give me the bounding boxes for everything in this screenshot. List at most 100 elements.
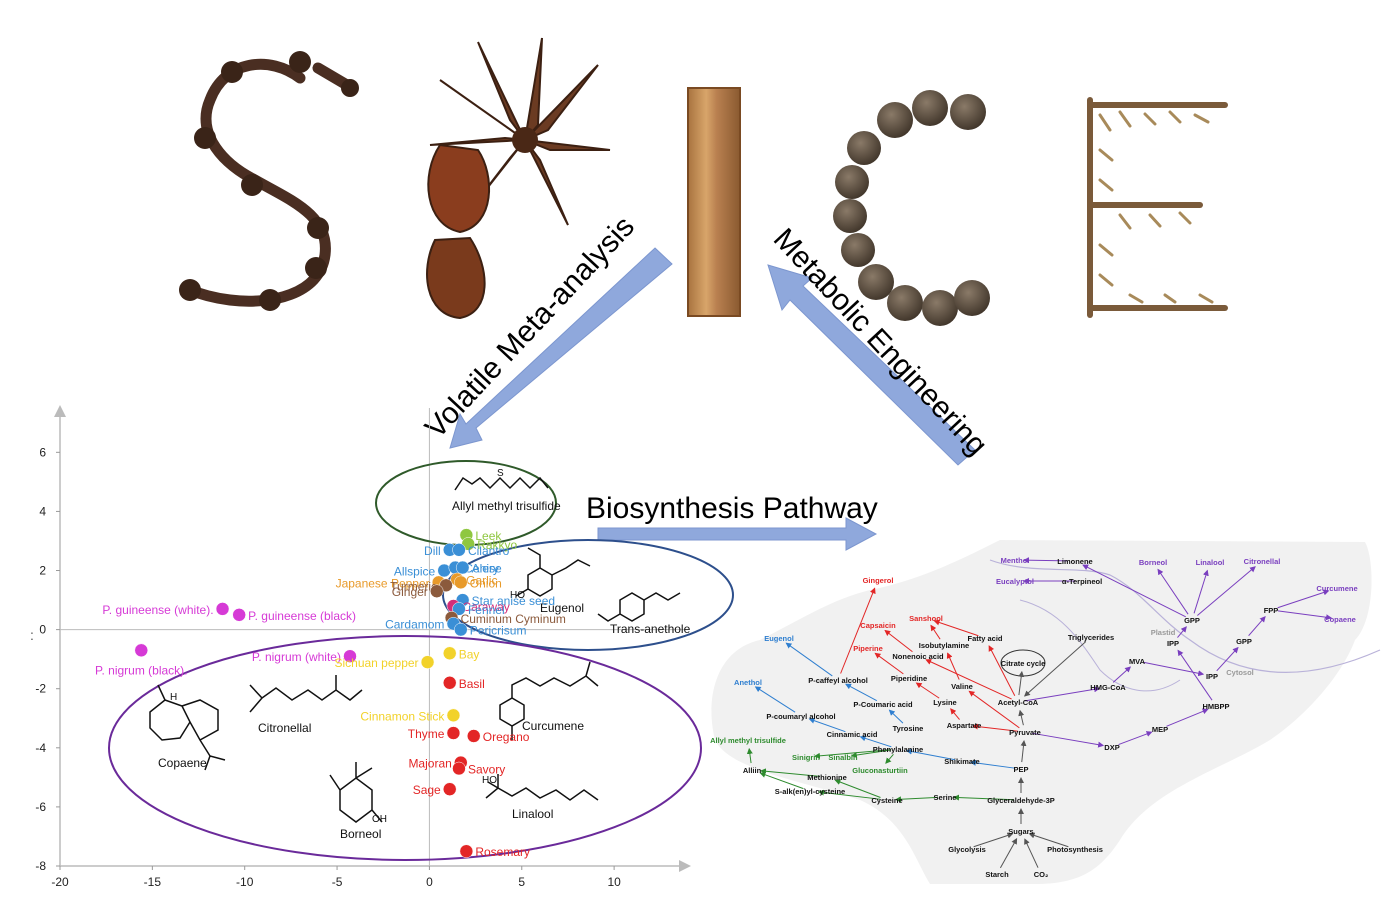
x-tick-label: -10 [236, 875, 254, 889]
scatter-point-label: Ginger [392, 585, 428, 599]
pathway-edge [1277, 589, 1330, 609]
compound-label: Linalool [512, 807, 553, 821]
x-tick-label: -5 [332, 875, 343, 889]
pathway-edge [968, 690, 1020, 729]
pathway-edge [1082, 564, 1186, 618]
scatter-point-label: Majoran [408, 757, 451, 771]
pathway-cell-background [711, 540, 1372, 885]
scatter-point [343, 649, 357, 663]
pathway-edge [759, 771, 804, 790]
pathway-node-label: DXP [1104, 743, 1119, 752]
pathway-edges [746, 557, 1333, 869]
x-tick-label: -15 [144, 875, 162, 889]
pathway-node-label: Cysteine [871, 796, 902, 805]
pathway-node-label: Eugenol [764, 634, 794, 643]
pathway-node-label: Piperidine [891, 674, 927, 683]
scatter-point [466, 729, 481, 743]
pathway-edge [971, 723, 1019, 732]
compound-label: Citronellal [258, 721, 311, 735]
arrow-right-label: Metabolic Engineering [767, 222, 994, 462]
scatter-point [442, 646, 457, 661]
borneol-oh-label: OH [372, 814, 387, 825]
pathway-edge [817, 789, 881, 800]
scatter-point [446, 726, 461, 740]
scatter-point [446, 708, 461, 723]
pathway-node-label: Cinnamic acid [827, 730, 878, 739]
pathway-node-label: Capsaicin [860, 621, 896, 630]
eugenol-ho-label: HO [510, 590, 525, 601]
pathway-edge [845, 683, 878, 702]
scatter-point-label: Savory [468, 762, 505, 776]
x-tick-label: 5 [518, 875, 525, 889]
compound-label: Copaene [158, 756, 207, 770]
scatter-point-label: Caraway [462, 600, 509, 614]
scatter-point [459, 844, 474, 858]
pathway-node-label: IPP [1167, 639, 1179, 648]
x-tick-label: 10 [607, 875, 621, 889]
pathway-edge [859, 735, 892, 748]
pathway-edge [894, 796, 939, 803]
pathway-edge [1166, 708, 1209, 727]
pathway-edge [925, 659, 1012, 700]
scatter-point-label: Pericrisum [470, 624, 527, 638]
y-axis-edge-label: : [30, 627, 34, 643]
pathway-edge [950, 708, 960, 720]
scatter-point-label: Leek [475, 529, 502, 543]
y-tick-label: 4 [39, 504, 46, 518]
pathway-node-label: Sanshool [909, 614, 943, 623]
scatter-point-label: Cardamom [385, 618, 444, 632]
pathway-node-label: Sinalbin [828, 753, 858, 762]
scatter-point-label: Rosemary [475, 845, 530, 859]
pathway-node-label: Borneol [1139, 558, 1167, 567]
spice-letters [179, 37, 1228, 326]
scatter-point-label: Fennel [468, 603, 505, 617]
scatter-point-label: Celery [464, 562, 499, 576]
scatter-point [454, 622, 468, 637]
pathway-node-label: Gingerol [863, 576, 894, 585]
pathway-node-label: Citrate cycle [1001, 659, 1046, 668]
pathway-node-label: HMG-CoA [1090, 683, 1126, 692]
pathway-edge [1177, 649, 1213, 701]
scatter-point-label: Thyme [408, 727, 445, 741]
scatter-point-label: Basil [459, 677, 485, 691]
scatter-point-label: Cuminum Cyminum [461, 612, 566, 626]
pathway-node-label: Piperine [853, 644, 883, 653]
pathway-node-label: Linalool [1196, 558, 1225, 567]
letter-c-allspice-icon [833, 90, 990, 326]
pathway-node-label: P-coumaryl alcohol [766, 712, 835, 721]
group-ellipse-purple [108, 635, 702, 861]
pathway-node-label: Aspartate [947, 721, 982, 730]
scatter-point-label: Oregano [483, 730, 530, 744]
pathway-edge [1024, 686, 1101, 702]
scatter-point-label: Onion [470, 576, 502, 590]
pathway-edge [834, 779, 881, 798]
pathway-node-label: Nonenoic acid [892, 652, 944, 661]
pathway-node-label: Shikimate [944, 757, 979, 766]
pathway-node-label: Serine [934, 793, 957, 802]
scatter-point [134, 643, 149, 658]
pathway-node-label: HMBPP [1202, 702, 1229, 711]
y-tick-label: -8 [35, 859, 46, 873]
curcumene-structure [499, 661, 599, 740]
compound-labels: Allyl methyl trisulfide Eugenol Trans-an… [158, 499, 691, 841]
plastid-membrane-inner [1019, 599, 1181, 692]
x-tick-label: 0 [426, 875, 433, 889]
scatter-point [430, 584, 444, 598]
pathway-node-label: Menthol [1001, 556, 1030, 565]
scatter-point [420, 655, 435, 669]
scatter-point-label: Cilantro [468, 544, 510, 558]
y-tick-label: -2 [35, 682, 46, 696]
pathway-node-label: MEP [1152, 725, 1168, 734]
scatter-point-label: P. nigrum (black). [95, 663, 187, 677]
pathway-edge [1023, 641, 1087, 697]
y-tick-label: -4 [35, 741, 46, 755]
pathway-node-label: Sinigrin [792, 753, 820, 762]
pathway-edge [746, 747, 753, 764]
scatter-point-label: Turmeric [390, 579, 437, 593]
arrow-bottom-label: Biosynthesis Pathway [586, 492, 878, 525]
scatter-point-label: Sichuan pepper [334, 656, 418, 670]
compound-label: Borneol [340, 827, 381, 841]
citronellal-structure [249, 675, 363, 713]
